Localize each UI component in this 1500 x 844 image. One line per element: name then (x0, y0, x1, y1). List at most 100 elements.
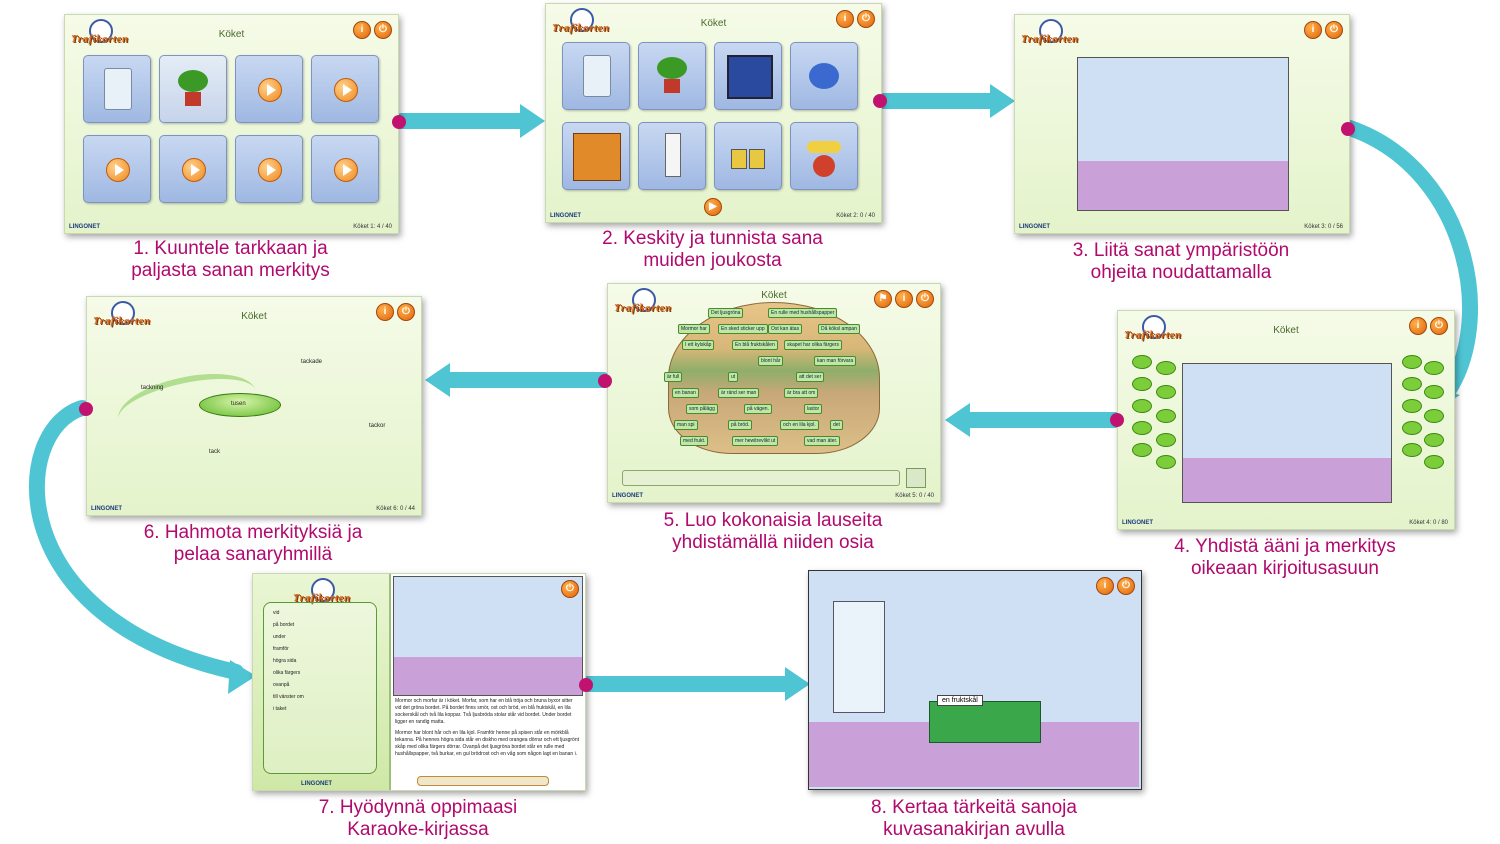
info-icon[interactable]: i (376, 303, 394, 321)
speech-bubble[interactable] (1132, 399, 1152, 413)
speech-bubble[interactable] (1402, 377, 1422, 391)
word-list-item[interactable]: framför (273, 646, 289, 652)
cloud-word[interactable]: tackor (369, 423, 386, 429)
speech-bubble[interactable] (1156, 361, 1176, 375)
sentence-chip[interactable]: Det ljusgröna (708, 308, 744, 318)
center-disc[interactable] (199, 393, 281, 417)
speech-bubble[interactable] (1132, 443, 1152, 457)
close-icon[interactable]: ⏻ (916, 290, 934, 308)
sentence-chip[interactable]: är ränd ser man (718, 388, 760, 398)
close-icon[interactable]: ⏻ (1430, 317, 1448, 335)
card-cupboard[interactable] (562, 122, 630, 190)
card-fridge[interactable] (562, 42, 630, 110)
close-icon[interactable]: ⏻ (1117, 577, 1135, 595)
info-icon[interactable]: i (1304, 21, 1322, 39)
sentence-chip[interactable]: I ett kylskåp (682, 340, 715, 350)
close-icon[interactable]: ⏻ (561, 580, 579, 598)
sentence-chip[interactable]: en banan (672, 388, 699, 398)
sentence-chip[interactable]: skapet har olika färgers (784, 340, 842, 350)
sentence-chip[interactable]: och en lila kjol. (780, 420, 819, 430)
sentence-chip[interactable]: lastor (804, 404, 823, 414)
sentence-chip[interactable]: att det ser (796, 372, 825, 382)
card-play-5[interactable] (235, 135, 303, 203)
close-icon[interactable]: ⏻ (857, 10, 875, 28)
word-list-item[interactable]: i taket (273, 706, 287, 712)
sentence-chip[interactable]: Mormor har (678, 324, 710, 334)
speech-bubble[interactable] (1156, 409, 1176, 423)
hint-icon[interactable]: ⚑ (874, 290, 892, 308)
speech-bubble[interactable] (1402, 399, 1422, 413)
word-list-item[interactable]: vid (273, 610, 280, 616)
card-play-2[interactable] (311, 55, 379, 123)
info-icon[interactable]: i (1096, 577, 1114, 595)
card-plant[interactable] (638, 42, 706, 110)
speech-bubble[interactable] (1402, 443, 1422, 457)
cloud-word[interactable]: tackade (301, 359, 323, 365)
speech-bubble[interactable] (1424, 409, 1444, 423)
speech-bubble[interactable] (1132, 355, 1152, 369)
speech-bubble[interactable] (1424, 385, 1444, 399)
sentence-chip[interactable]: kan man förvara (814, 356, 857, 366)
answer-input[interactable] (622, 470, 900, 486)
speech-bubble[interactable] (1402, 421, 1422, 435)
info-icon[interactable]: i (895, 290, 913, 308)
card-play-1[interactable] (235, 55, 303, 123)
sentence-chip[interactable]: på vägen. (744, 404, 772, 414)
sentence-chip[interactable]: vad man äter. (804, 436, 841, 446)
sentence-chip[interactable]: Ost kan ätas (768, 324, 803, 334)
audio-player-bar[interactable] (417, 776, 549, 786)
sentence-chip[interactable]: mer hewitrevlikt ut (732, 436, 779, 446)
card-play-4[interactable] (159, 135, 227, 203)
cloud-word[interactable]: tackning (141, 385, 164, 391)
speech-bubble[interactable] (1424, 455, 1444, 469)
card-fridge[interactable] (83, 55, 151, 123)
sentence-chip[interactable]: En blå fruktskålen (732, 340, 778, 350)
card-play-3[interactable] (83, 135, 151, 203)
sentence-chip[interactable]: man spi (674, 420, 698, 430)
word-list-item[interactable]: under (273, 634, 286, 640)
sentence-chip[interactable]: En rulle med hushållspapper (768, 308, 838, 318)
sentence-chip[interactable]: det (830, 420, 843, 430)
card-oven[interactable] (714, 42, 782, 110)
word-list-item[interactable]: olika färgers (273, 670, 301, 676)
word-list-item[interactable]: högra sida (273, 658, 297, 664)
word-list-item[interactable]: till vänster om (273, 694, 304, 700)
word-list-item[interactable]: ovanpå (273, 682, 290, 688)
cloud-word[interactable]: tack (209, 449, 221, 455)
speech-bubble[interactable] (1402, 355, 1422, 369)
sentence-chip[interactable]: ut (728, 372, 739, 382)
sentence-chip[interactable]: på bröd. (728, 420, 753, 430)
sentence-chip[interactable]: är bra att om (784, 388, 819, 398)
card-plant[interactable] (159, 55, 227, 123)
speech-bubble[interactable] (1132, 377, 1152, 391)
speech-bubble[interactable] (1424, 361, 1444, 375)
card-paper-roll[interactable] (638, 122, 706, 190)
card-kettle[interactable] (790, 42, 858, 110)
speech-bubble[interactable] (1424, 433, 1444, 447)
sentence-chip[interactable]: som pålägg (686, 404, 718, 414)
card-scale[interactable] (790, 122, 858, 190)
sentence-chip[interactable]: med frukt. (680, 436, 709, 446)
speech-bubble[interactable] (1156, 385, 1176, 399)
connector-dot-5 (598, 374, 612, 388)
word-list-item[interactable]: på bordet (273, 622, 295, 628)
center-word[interactable]: tusen (231, 401, 246, 407)
info-icon[interactable]: i (836, 10, 854, 28)
sentence-chip[interactable]: är full (664, 372, 683, 382)
speech-bubble[interactable] (1156, 433, 1176, 447)
kitchen-scene[interactable] (1077, 57, 1289, 211)
info-icon[interactable]: i (1409, 317, 1427, 335)
sentence-chip[interactable]: blont hår (758, 356, 784, 366)
close-icon[interactable]: ⏻ (374, 21, 392, 39)
card-play-6[interactable] (311, 135, 379, 203)
speech-bubble[interactable] (1156, 455, 1176, 469)
info-icon[interactable]: i (353, 21, 371, 39)
close-icon[interactable]: ⏻ (1325, 21, 1343, 39)
card-jars[interactable] (714, 122, 782, 190)
sentence-chip[interactable]: En sked sticker upp (718, 324, 768, 334)
submit-icon[interactable] (906, 468, 926, 488)
speech-bubble[interactable] (1132, 421, 1152, 435)
sentence-chip[interactable]: Då köksl ampan (818, 324, 860, 334)
next-play-button[interactable]: ▶ (704, 198, 722, 216)
close-icon[interactable]: ⏻ (397, 303, 415, 321)
